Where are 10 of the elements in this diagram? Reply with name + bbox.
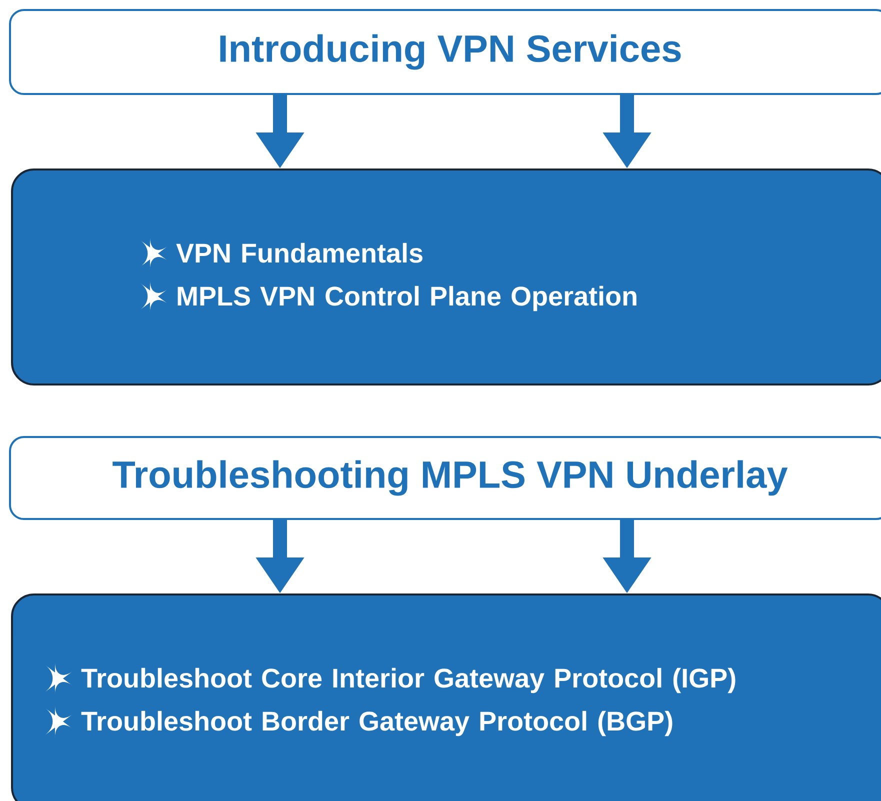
content-box [11,168,881,386]
title-text: Introducing VPN Services [220,34,681,70]
list-item: VPN Fundamentals [176,242,422,263]
list-item: Troubleshoot Core Interior Gateway Protocol (IGP) [81,668,736,694]
title-box [9,9,881,95]
content-box [11,594,881,801]
list-item: MPLS VPN Control Plane Operation [178,286,636,312]
list-item: Troubleshoot Border Gateway Protocol (BGP) [81,710,672,736]
title-text: Troubleshooting MPLS VPN Underlay [112,460,788,496]
title-box [9,436,881,520]
